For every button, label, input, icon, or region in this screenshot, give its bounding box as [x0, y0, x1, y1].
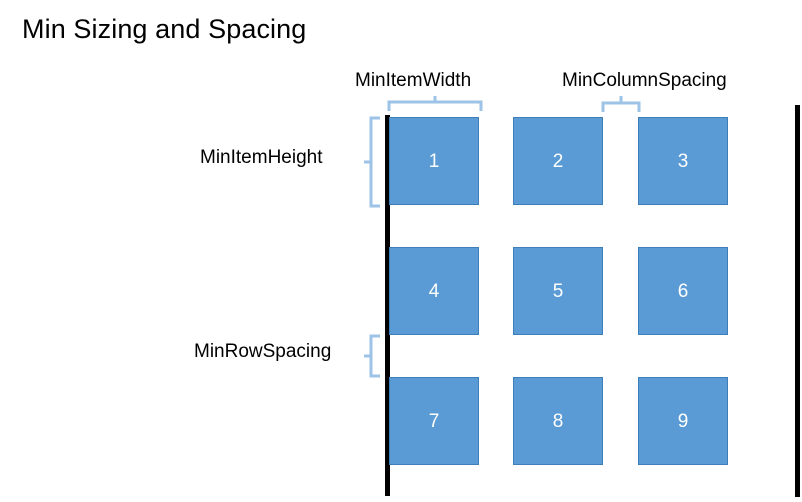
grid-item-number: 7 — [428, 410, 440, 432]
min-column-spacing-label: MinColumnSpacing — [562, 70, 727, 91]
grid-item-number: 2 — [552, 150, 564, 172]
min-item-width-label: MinItemWidth — [355, 70, 472, 91]
page-title: Min Sizing and Spacing — [22, 14, 307, 44]
min-item-height-label: MinItemHeight — [200, 147, 323, 168]
grid-item[interactable]: 8 — [513, 377, 603, 465]
min-row-spacing-label: MinRowSpacing — [194, 341, 332, 362]
left-boundary-line — [385, 115, 390, 496]
grid-item[interactable]: 3 — [638, 117, 728, 205]
grid-item[interactable]: 5 — [513, 247, 603, 335]
grid-item[interactable]: 6 — [638, 247, 728, 335]
grid-item-number: 9 — [677, 410, 689, 432]
grid-item-number: 5 — [552, 280, 564, 302]
grid-item[interactable]: 2 — [513, 117, 603, 205]
min-item-width-brace — [387, 96, 483, 114]
grid-item-number: 3 — [677, 150, 689, 172]
right-boundary-line — [795, 105, 800, 497]
grid-item[interactable]: 9 — [638, 377, 728, 465]
min-row-spacing-brace — [364, 334, 386, 380]
min-item-height-brace — [364, 116, 386, 210]
grid-item[interactable]: 7 — [389, 377, 479, 465]
grid-item[interactable]: 1 — [389, 117, 479, 205]
grid-item-number: 6 — [677, 280, 689, 302]
grid-item-number: 1 — [428, 150, 440, 172]
min-column-spacing-brace — [601, 96, 643, 114]
grid-item[interactable]: 4 — [389, 247, 479, 335]
grid-item-number: 8 — [552, 410, 564, 432]
grid-item-number: 4 — [428, 280, 440, 302]
